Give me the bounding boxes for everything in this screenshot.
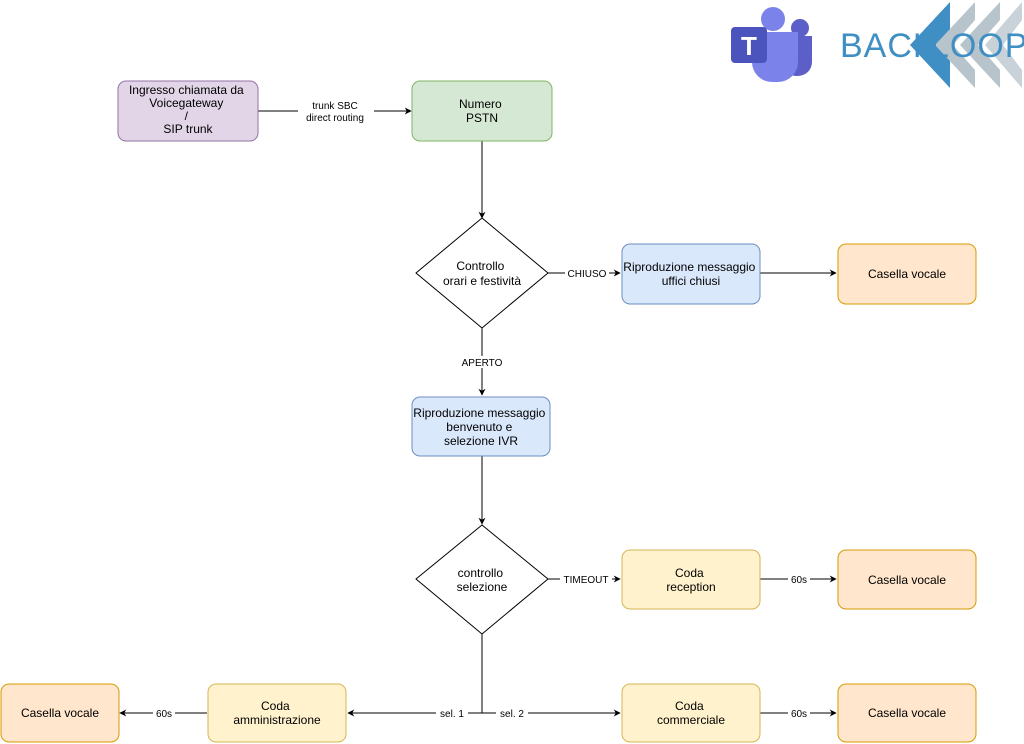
node-msg-chiusi: Riproduzione messaggio uffici chiusi <box>621 243 761 305</box>
svg-text:Coda amministrazione: Coda amministrazione <box>233 699 321 727</box>
node-ingresso-line: Voicegateway <box>149 96 223 110</box>
node-coda-reception: Coda reception <box>621 549 761 610</box>
brand-logo: T BACK LOOP <box>731 2 1024 88</box>
edge-label-timeout: TIMEOUT <box>564 575 609 586</box>
node-ingresso-line: / <box>185 109 189 123</box>
edge-label-aperto: APERTO <box>462 358 503 369</box>
edge-labels: trunk SBC direct routing CHIUSO APERTO T… <box>153 101 810 720</box>
node-msg-chiusi-line: Riproduzione messaggio <box>623 260 755 274</box>
node-ingresso-line: SIP trunk <box>163 122 213 136</box>
node-coda-amm-line: amministrazione <box>233 713 321 727</box>
node-controllo-orari: Controllo orari e festività <box>415 217 549 329</box>
node-casella-line: Casella vocale <box>868 267 946 281</box>
svg-text:Ingresso chiamata da Voi: Ingresso chiamata da Voicegateway / SIP … <box>129 83 247 136</box>
svg-text:Coda reception: Coda reception <box>666 566 715 594</box>
node-msg-benvenuto-line: Riproduzione messaggio <box>413 406 545 420</box>
svg-text:Riproduzione messaggio b: Riproduzione messaggio benvenuto e selez… <box>413 406 548 448</box>
brand-name-part2: LOOP <box>930 27 1024 65</box>
node-coda-amm-line: Coda <box>261 699 290 713</box>
node-msg-benvenuto-line: benvenuto e <box>446 420 512 434</box>
node-controllo-orari-line: Controllo <box>456 259 504 273</box>
svg-text:Controllo orari e festi: Controllo orari e festività <box>443 259 521 288</box>
node-msg-benvenuto-line: selezione IVR <box>444 434 518 448</box>
node-casella-vocale: Casella vocale <box>837 243 977 305</box>
edge-label-sel1: sel. 1 <box>440 709 464 720</box>
svg-text:Casella vocale: Casella vocale <box>868 573 946 587</box>
svg-text:Casella vocale: Casella vocale <box>868 267 946 281</box>
edge-label-trunk-1: trunk SBC <box>312 101 358 112</box>
edge-selezione-amministrazione <box>347 634 483 717</box>
teams-letter: T <box>741 31 757 61</box>
node-ingresso-line: Ingresso chiamata da <box>129 83 244 97</box>
node-numero-pstn: Numero PSTN <box>411 80 553 142</box>
edge-label-sel2: sel. 2 <box>500 709 524 720</box>
edge-label-chiuso: CHIUSO <box>568 269 607 280</box>
node-casella-line: Casella vocale <box>868 706 946 720</box>
node-casella-line: Casella vocale <box>868 573 946 587</box>
node-msg-benvenuto: Riproduzione messaggio benvenuto e selez… <box>411 396 551 457</box>
node-controllo-sel-line: selezione <box>457 580 508 594</box>
svg-text:controllo selezione: controllo selezione <box>457 566 508 594</box>
node-controllo-sel-line: controllo <box>458 566 504 580</box>
node-casella-vocale: Casella vocale <box>837 549 977 610</box>
node-ingresso: Ingresso chiamata da Voicegateway / SIP … <box>117 80 259 142</box>
svg-text:Riproduzione messaggio u: Riproduzione messaggio uffici chiusi <box>623 260 758 288</box>
edge-label-60s-commerciale: 60s <box>791 709 807 720</box>
backloop-arrows-icon <box>910 2 1022 88</box>
node-msg-chiusi-line: uffici chiusi <box>662 274 720 288</box>
node-coda-reception-line: reception <box>666 580 715 594</box>
node-casella-vocale: Casella vocale <box>837 683 977 743</box>
node-coda-comm-line: commerciale <box>657 713 725 727</box>
svg-text:Numero PSTN: Numero PSTN <box>459 97 505 125</box>
teams-icon: T <box>731 7 812 82</box>
node-casella-vocale: Casella vocale <box>0 683 120 743</box>
edge-label-trunk-2: direct routing <box>306 113 364 124</box>
node-coda-reception-line: Coda <box>675 566 704 580</box>
node-coda-amministrazione: Coda amministrazione <box>207 683 347 743</box>
node-coda-commerciale: Coda commerciale <box>621 683 761 743</box>
edge-label-60s-reception: 60s <box>791 575 807 586</box>
node-controllo-selezione: controllo selezione <box>415 524 549 635</box>
node-coda-comm-line: Coda <box>675 699 704 713</box>
node-numero-line: Numero <box>459 97 502 111</box>
svg-text:Coda commerciale: Coda commerciale <box>657 699 725 727</box>
node-controllo-orari-line: orari e festività <box>443 274 521 288</box>
svg-text:Casella vocale: Casella vocale <box>868 706 946 720</box>
edge-label-60s-amministrazione: 60s <box>156 709 172 720</box>
node-casella-line: Casella vocale <box>21 706 99 720</box>
brand-name-part1: BACK <box>840 27 937 65</box>
node-numero-line: PSTN <box>466 111 498 125</box>
svg-text:Casella vocale: Casella vocale <box>21 706 99 720</box>
